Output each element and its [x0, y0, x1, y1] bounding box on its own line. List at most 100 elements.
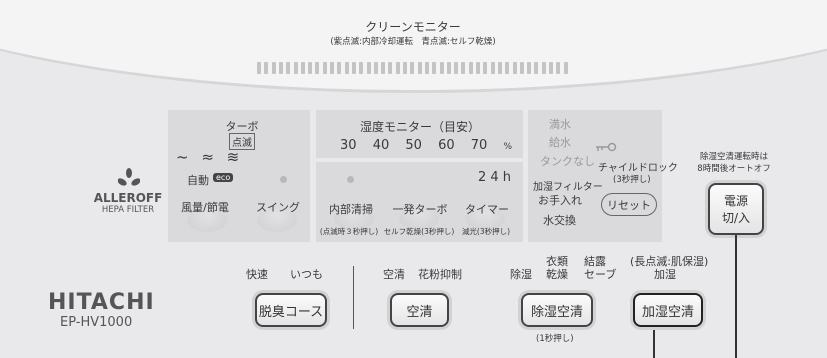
monitor-bar [476, 62, 480, 74]
monitor-bar [541, 62, 546, 74]
supply-label: 給水 [549, 136, 571, 149]
monitor-bar [257, 62, 261, 74]
humidity-levels: 30 40 50 60 70 % [340, 138, 512, 153]
clean-note: (点滅時３秒押し) [319, 227, 379, 236]
monitor-bar [468, 62, 473, 74]
monitor-bar [512, 62, 517, 74]
humidity-panel [316, 110, 523, 158]
timer-note: 減光(3秒押し) [461, 227, 511, 236]
child-lock-note: (3秒押し) [613, 175, 651, 185]
swing-button-label: スイング [256, 201, 300, 214]
water-panel [528, 110, 662, 242]
monitor-title: クリーンモニター [365, 20, 461, 34]
monitor-bar [278, 62, 283, 74]
monitor-bar [351, 62, 356, 74]
monitor-bar [549, 62, 553, 74]
monitor-subtitle: (紫点滅:内部冷却運転 青点滅:セルフ乾燥) [330, 37, 496, 47]
monitor-bar [439, 62, 444, 74]
monitor-bar [527, 62, 532, 74]
turbo-button[interactable] [399, 206, 439, 230]
monitor-bar [556, 62, 561, 74]
humidity-unit: % [503, 142, 512, 152]
timer-button-label: タイマー [465, 203, 509, 216]
alleroff-logo: ALLEROFF [93, 191, 163, 205]
condense-label-1: 結露 [584, 255, 606, 268]
water-change-label: 水交換 [543, 214, 576, 227]
monitor-bar [293, 62, 298, 74]
monitor-bar [454, 62, 459, 74]
monitor-bar [344, 62, 349, 74]
monitor-bar [403, 62, 407, 74]
turbo-note: セルフ乾燥(3秒押し) [383, 227, 455, 236]
condense-label-2: セーブ [584, 268, 617, 281]
humidity-level: 40 [372, 138, 390, 153]
monitor-bar [483, 62, 488, 74]
monitor-bar [497, 62, 502, 74]
humid-note: (長点滅:肌保湿) [630, 255, 709, 268]
model-label: EP-HV1000 [60, 315, 133, 330]
humid-label: 加湿 [654, 268, 676, 281]
turbo-label: ターボ [225, 120, 259, 133]
humidity-level: 60 [438, 138, 455, 153]
deodor-button[interactable]: 脱臭コース [255, 293, 327, 327]
maker-logo: HITACHI [48, 290, 155, 315]
monitor-bar [300, 62, 305, 74]
turbo-button-label: 一発ターボ [392, 203, 448, 216]
swing-button[interactable] [257, 208, 297, 232]
filter-care-label: 加湿フィルター [533, 182, 603, 193]
monitor-bar [322, 62, 327, 74]
cloth-label-2: 乾燥 [546, 268, 568, 281]
monitor-bar [563, 62, 568, 74]
monitor-bar [461, 62, 466, 74]
power-note-1: 除湿空清運転時は [699, 152, 769, 162]
monitor-bar [410, 62, 415, 74]
monitor-bar [366, 62, 371, 74]
humidity-level: 50 [405, 138, 422, 153]
power-button-label-2: 切/入 [721, 211, 751, 225]
monitor-bar [505, 62, 510, 74]
fan-button[interactable] [187, 208, 227, 232]
monitor-bar [395, 62, 400, 74]
monitor-bar [315, 62, 320, 74]
child-lock-label: チャイルドロック [598, 163, 678, 174]
key-icon [594, 137, 618, 152]
monitor-bar [446, 62, 451, 74]
clean-button-label: 内部清掃 [329, 203, 373, 216]
monitor-bar [359, 62, 364, 74]
alleroff-icon [117, 168, 141, 190]
air-button[interactable]: 空清 [390, 293, 449, 327]
auto-label: 自動 [187, 174, 209, 187]
monitor-bar [490, 62, 495, 74]
deodor-fast-label: 快速 [246, 268, 268, 281]
timer-button[interactable] [465, 206, 505, 230]
monitor-bar [534, 62, 539, 74]
clean-button[interactable] [334, 206, 374, 230]
monitor-bar [424, 62, 429, 74]
air-label: 空清 [383, 268, 405, 281]
power-button[interactable]: 電源 切/入 [708, 183, 764, 235]
reset-button[interactable]: リセット [601, 193, 657, 216]
humid-button[interactable]: 加湿空清 [633, 293, 703, 327]
divider [353, 266, 354, 329]
swing-led [280, 176, 287, 183]
monitor-bar [330, 62, 334, 74]
hepa-label: HEPA FILTER [101, 205, 155, 215]
power-note-2: 8時間後オートオフ [697, 164, 771, 174]
humidity-level: 70 [470, 138, 488, 153]
power-line [735, 235, 737, 358]
monitor-bar [373, 62, 378, 74]
pollen-label: 花粉抑制 [418, 268, 462, 281]
monitor-bar [381, 62, 386, 74]
monitor-bar [271, 62, 276, 74]
dehum-label: 除湿 [510, 268, 532, 281]
dehum-button[interactable]: 除湿空清 [521, 293, 593, 327]
humidity-level: 30 [340, 138, 357, 153]
power-button-label: 電源 [723, 194, 748, 208]
monitor-bar [337, 62, 342, 74]
humid-line [653, 330, 655, 358]
monitor-bar [519, 62, 524, 74]
monitor-bar [286, 62, 291, 74]
monitor-bar [388, 62, 393, 74]
monitor-bar [432, 62, 437, 74]
